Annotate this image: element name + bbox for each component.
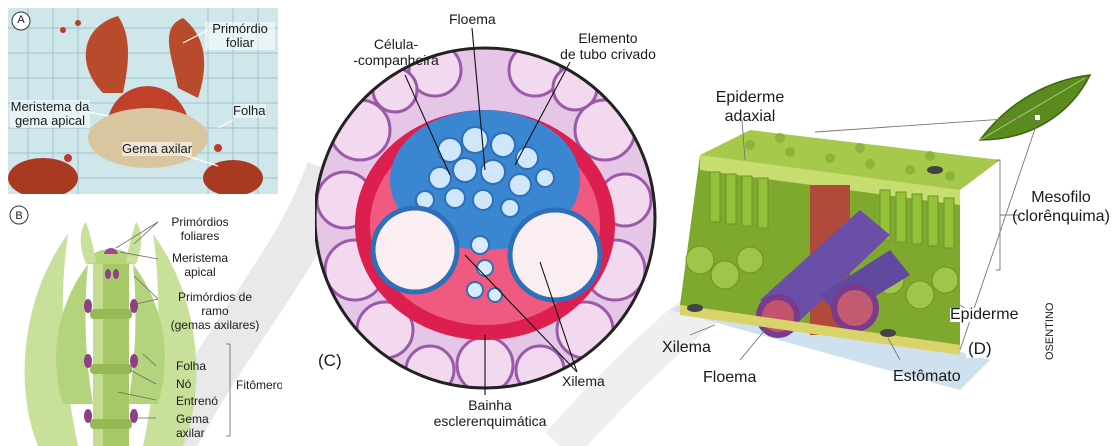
label-estomato: Estômato bbox=[893, 370, 961, 384]
label-epiderme-adaxial: Epiderme adaxial bbox=[700, 88, 800, 126]
label-floema-c: Floema bbox=[449, 12, 496, 26]
label-credit-osentino: OSENTINO bbox=[1043, 290, 1057, 360]
label-gema-axilar-b: Gema axilar bbox=[176, 412, 209, 440]
panel-c-letter: (C) bbox=[318, 352, 342, 370]
label-no: Nó bbox=[176, 377, 191, 391]
panel-a-letter: A bbox=[14, 13, 28, 27]
label-mesofilo: Mesofilo (clorênquima) bbox=[1005, 188, 1117, 226]
label-fitomero: Fitômero bbox=[236, 378, 282, 392]
label-celula-companheira: Célula- -companheira bbox=[346, 36, 446, 68]
label-elemento-tubo-crivado: Elemento de tubo crivado bbox=[552, 30, 664, 62]
label-primordios-foliares: Primórdios foliares bbox=[160, 215, 240, 243]
panel-b-letter: B bbox=[12, 209, 26, 223]
label-xilema-d: Xilema bbox=[662, 341, 711, 355]
label-primordios-ramo: Primórdios de ramo (gemas axilares) bbox=[160, 290, 270, 332]
label-bainha-esclerenquimatica: Bainha esclerenquimática bbox=[425, 397, 555, 429]
label-meristema-apical: Meristema apical bbox=[160, 251, 240, 279]
label-folha-b: Folha bbox=[176, 359, 206, 373]
label-floema-d: Floema bbox=[703, 371, 756, 385]
panel-d-letter: (D) bbox=[966, 340, 994, 358]
label-gema-axilar-a: Gema axilar bbox=[122, 142, 192, 156]
label-entreno: Entrenó bbox=[176, 394, 218, 408]
label-primordio-foliar: Primórdio foliar bbox=[205, 22, 275, 50]
label-xilema-c: Xilema bbox=[562, 374, 605, 388]
label-folha-a: Folha bbox=[233, 104, 266, 118]
label-epiderme-d: Epiderme bbox=[950, 308, 1018, 322]
label-meristema-gema-apical: Meristema da gema apical bbox=[10, 100, 90, 128]
